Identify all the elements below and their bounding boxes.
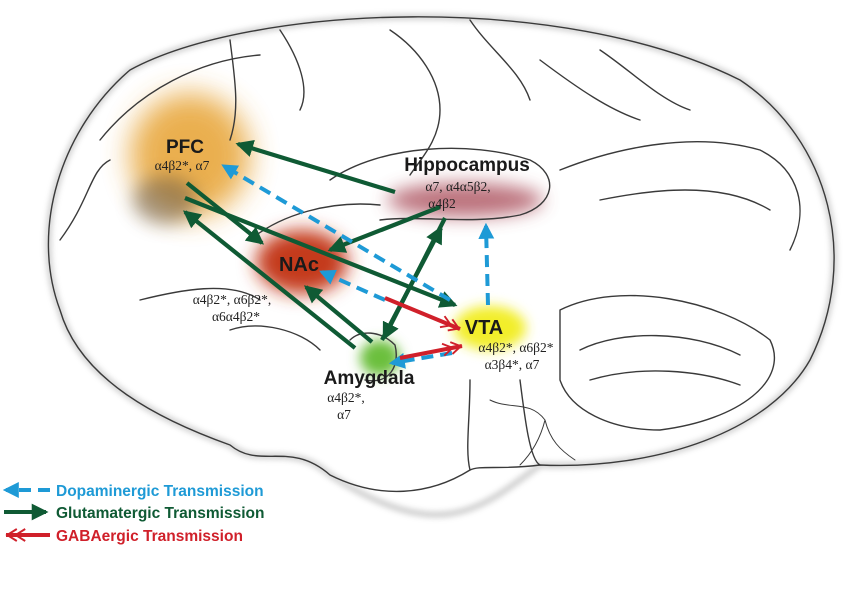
dopa-arrow-vta-nac xyxy=(319,269,386,302)
gaba-arrow-amygdala-vta xyxy=(399,341,463,360)
occipital-gyrus xyxy=(559,141,801,251)
hippocampus-label: Hippocampus xyxy=(404,155,530,176)
pfc-glow-shadow xyxy=(133,176,197,224)
medulla-vessels xyxy=(489,399,576,466)
frontal-sulcus xyxy=(59,54,261,241)
legend: Dopaminergic Transmission Glutamatergic … xyxy=(2,482,264,545)
region-labels: PFC α4β2*, α7 Hippocampus α7, α4α5β2, α4… xyxy=(155,137,554,422)
parietal-sulcus xyxy=(539,49,691,121)
amygdala-receptors-line-2: α7 xyxy=(337,407,351,422)
amygdala-receptors-line-1: α4β2*, xyxy=(327,390,365,405)
glut-arrow-amygdala-nac xyxy=(303,285,374,344)
region-glows xyxy=(130,93,543,376)
glut-arrow-hippocampus-pfc xyxy=(235,139,396,195)
nac-label: NAc xyxy=(279,254,319,276)
temporal-lobe xyxy=(139,287,321,351)
nac-receptors-line-2: α6α4β2* xyxy=(212,309,260,324)
outer-contour xyxy=(47,16,835,493)
glut-arrow-hippocampus-nac xyxy=(327,205,441,253)
cerebellum xyxy=(559,294,776,431)
frontal-gyrus xyxy=(229,29,305,141)
vta-receptors-line-2: α3β4*, α7 xyxy=(485,357,540,372)
legend-gabaergic-label: GABAergic Transmission xyxy=(56,528,243,545)
hippocampus-glow xyxy=(387,183,543,217)
legend-glutamatergic-label: Glutamatergic Transmission xyxy=(56,505,264,522)
pfc-label: PFC xyxy=(166,137,204,158)
hippocampus-receptors-line-2: α4β2 xyxy=(428,196,455,211)
pfc-receptors: α4β2*, α7 xyxy=(155,158,210,173)
vta-label: VTA xyxy=(465,317,504,339)
amygdala-label: Amygdala xyxy=(324,368,415,389)
glut-arrow-amygdala-pfc xyxy=(182,210,357,350)
gaba-arrow-nac-vta xyxy=(384,296,461,332)
vta-glow xyxy=(454,306,526,350)
corpus-callosum xyxy=(329,147,551,221)
cerebellar-folia xyxy=(579,334,741,386)
brainstem xyxy=(467,379,541,471)
hippocampus-receptors-line-1: α7, α4α5β2, xyxy=(425,179,490,194)
dopa-arrow-vta-hippocampus xyxy=(478,222,495,306)
brain-outline xyxy=(45,13,838,518)
legend-dopaminergic-label: Dopaminergic Transmission xyxy=(56,483,264,500)
central-sulcus xyxy=(389,19,531,176)
pathway-arrows xyxy=(182,139,495,369)
dopa-arrow-vta-pfc xyxy=(221,164,452,302)
nac-receptors-line-1: α4β2*, α6β2*, xyxy=(193,292,272,307)
vta-receptors-line-1: α4β2*, α6β2* xyxy=(478,340,553,355)
